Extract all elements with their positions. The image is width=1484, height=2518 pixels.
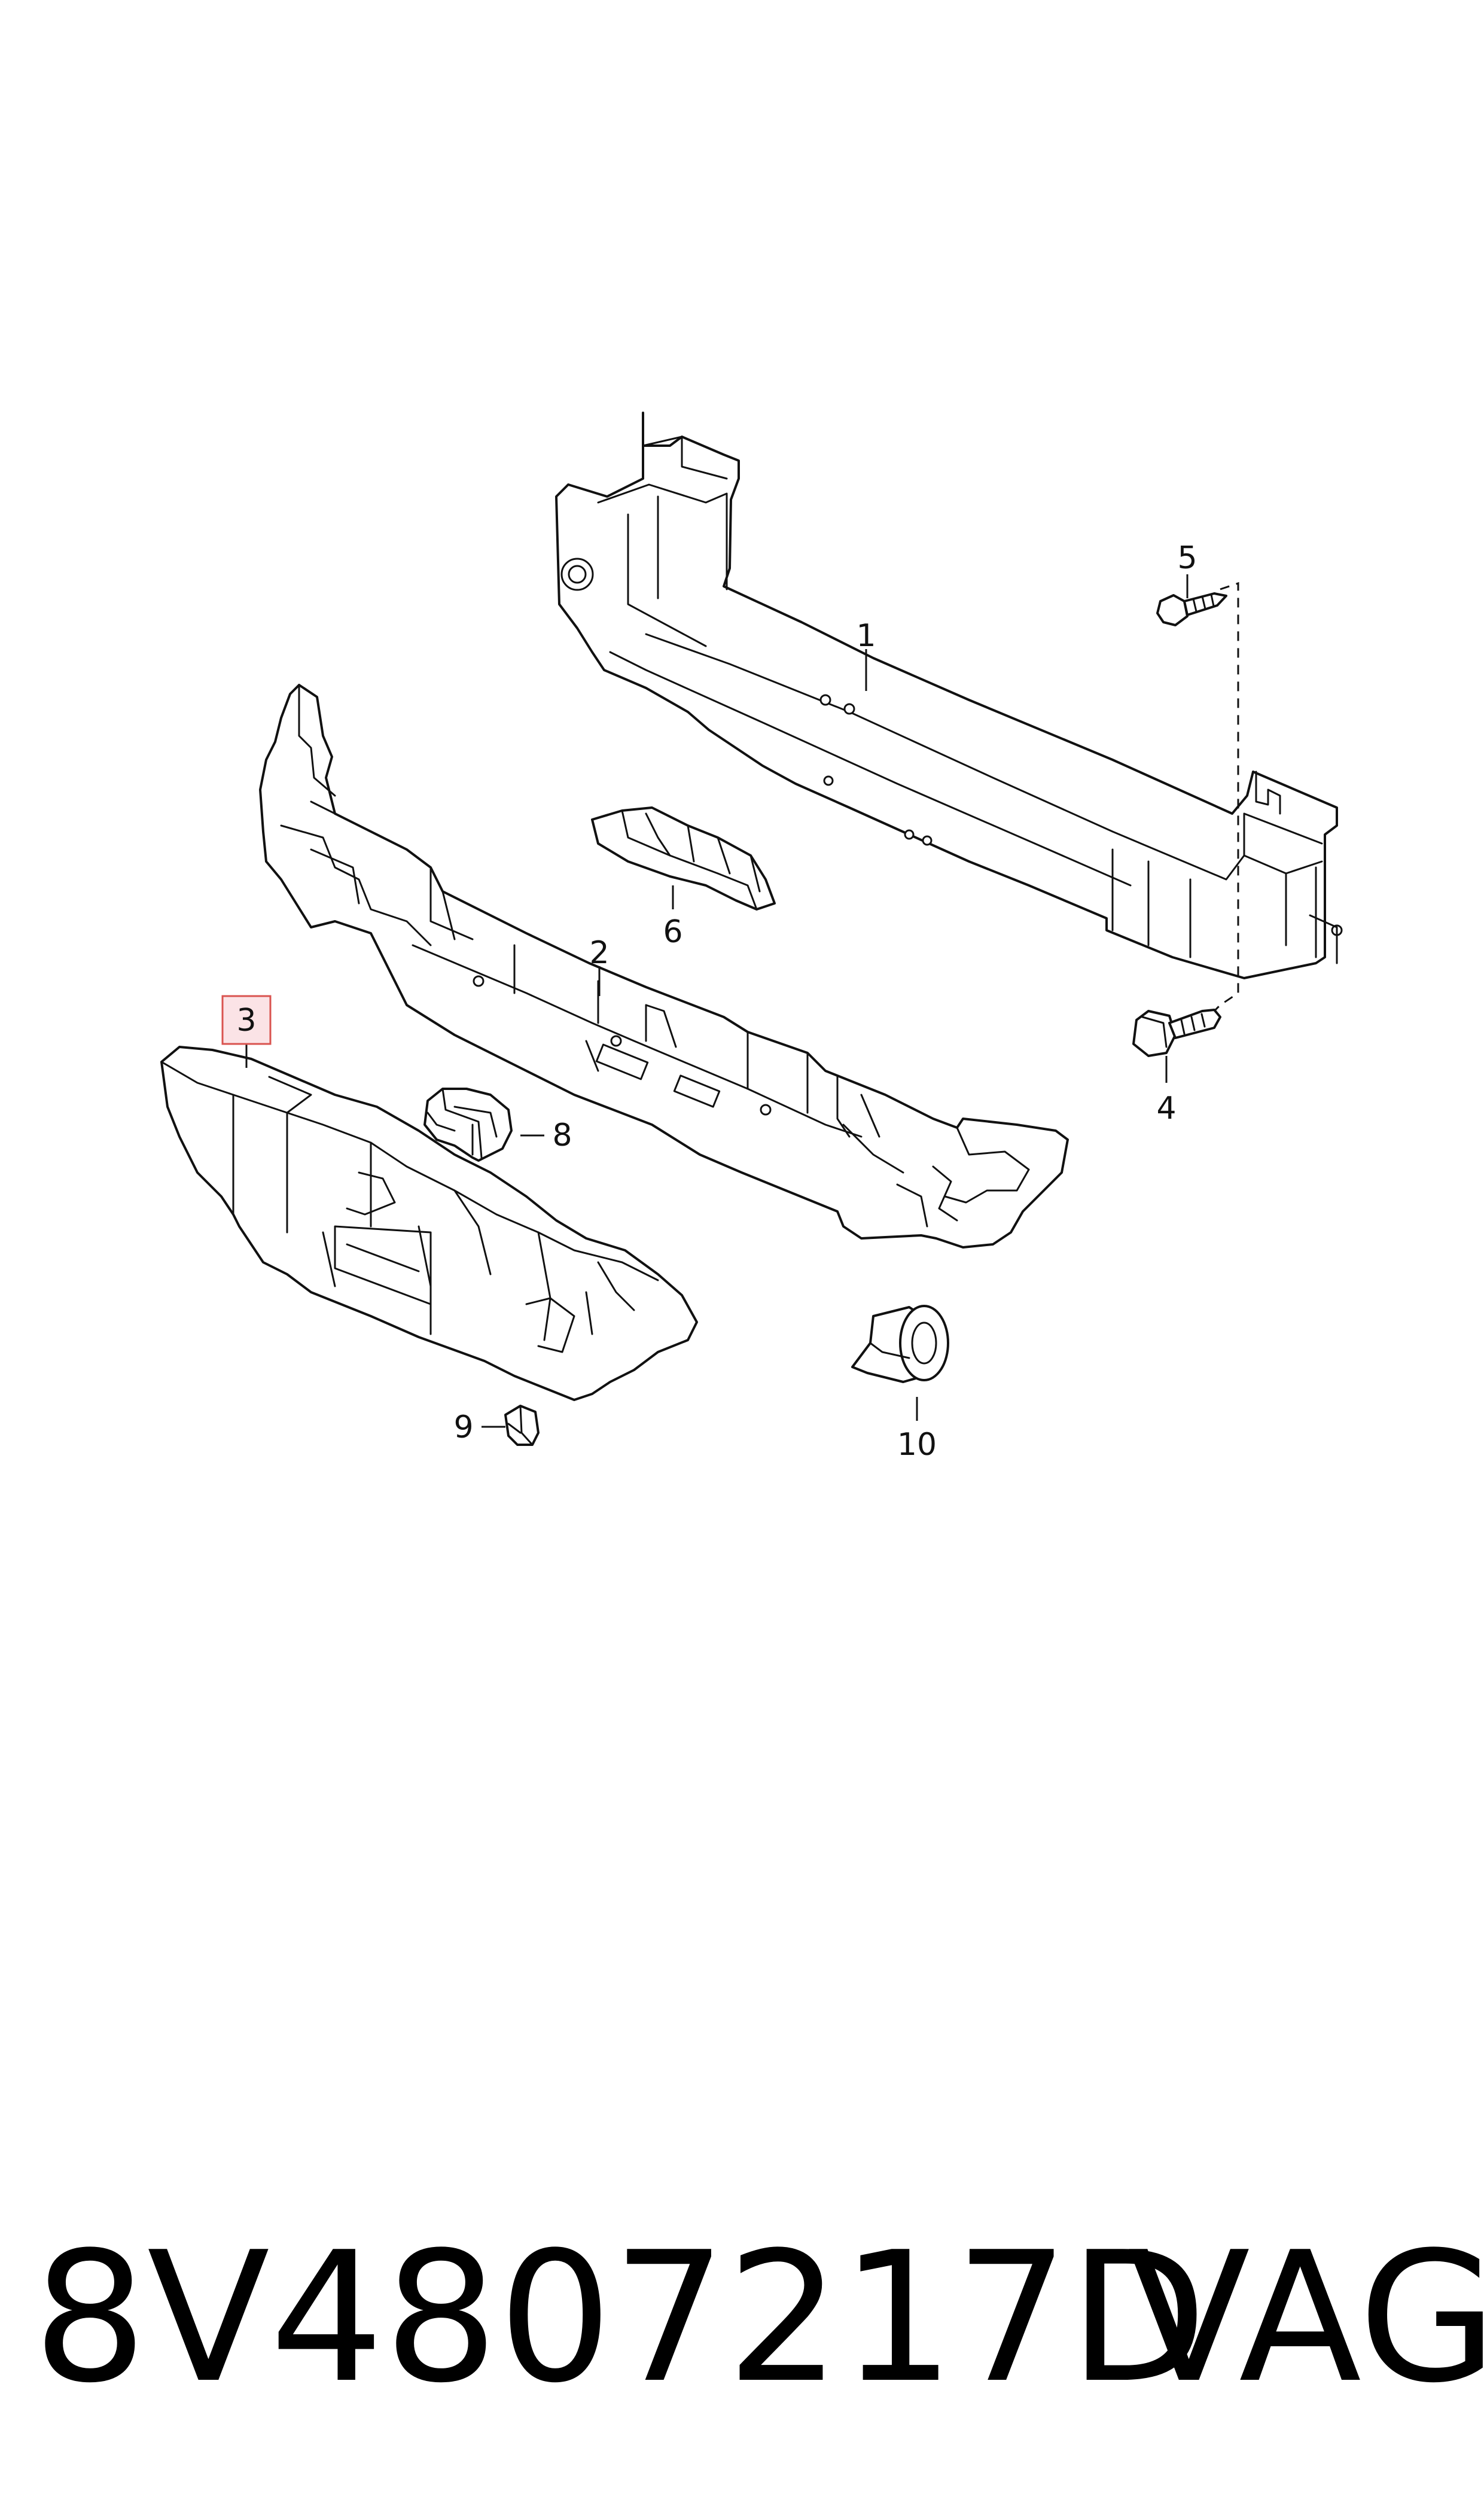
callout-5[interactable]: 5 [1177, 540, 1197, 576]
callout-9[interactable]: 9 [453, 1409, 473, 1445]
footer-caption: 8V4807217D VAG [33, 2213, 1484, 2422]
callout-3-highlight [221, 995, 272, 1045]
part-4-hex-bolt [1132, 1009, 1221, 1057]
callout-10[interactable]: 10 [897, 1427, 937, 1463]
leader-dashed-screw-to-bolt [1213, 581, 1239, 1012]
callout-3[interactable]: 3 [236, 1003, 256, 1039]
part-5-screw [1156, 592, 1227, 626]
part-6-bracket [591, 806, 776, 911]
part-9-clip [504, 1405, 540, 1446]
part-1-reinforcement-beam [555, 412, 1343, 979]
leader-lines [245, 574, 1239, 1428]
callout-1[interactable]: 1 [856, 618, 876, 654]
callout-labels: 1 2 3 4 5 6 8 9 10 [221, 540, 1197, 1463]
part-number: 8V4807217D [33, 2213, 1208, 2422]
part-10-tape-roll [851, 1305, 949, 1383]
brand-label: VAG [1128, 2213, 1484, 2422]
callout-4[interactable]: 4 [1156, 1091, 1176, 1126]
callout-8[interactable]: 8 [552, 1118, 572, 1153]
part-3-energy-absorber-lower [160, 1046, 698, 1401]
part-8-retaining-clip [423, 1088, 513, 1162]
callout-6[interactable]: 6 [663, 914, 682, 950]
part-2-energy-absorber-upper [259, 684, 1069, 1249]
callout-2[interactable]: 2 [589, 935, 609, 971]
